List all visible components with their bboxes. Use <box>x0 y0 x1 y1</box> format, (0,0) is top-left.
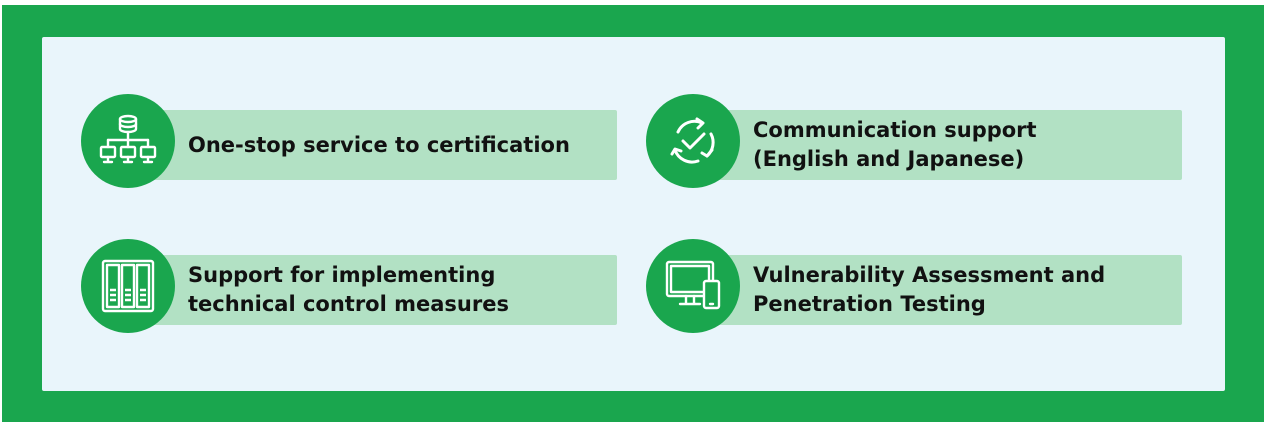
feature-vulnerability-assessment: Vulnerability Assessment and Penetration… <box>646 239 1190 343</box>
monitor-tablet-icon <box>665 260 721 310</box>
feature-label: Communication support (English and Japan… <box>753 110 1037 180</box>
feature-label-line: Communication support <box>753 118 1037 142</box>
feature-bar <box>121 255 617 325</box>
feature-label-line: One-stop service to certification <box>188 132 570 157</box>
feature-label: Support for implementing technical contr… <box>188 255 509 325</box>
icon-circle <box>646 94 740 188</box>
network-database-icon <box>99 114 157 164</box>
icon-circle <box>81 94 175 188</box>
feature-label-line: technical control measures <box>188 292 509 316</box>
feature-bar <box>686 110 1182 180</box>
feature-bar <box>121 110 617 180</box>
icon-circle <box>81 239 175 333</box>
icon-circle <box>646 239 740 333</box>
feature-one-stop-service: One-stop service to certification <box>81 94 625 198</box>
cycle-check-icon <box>670 117 715 164</box>
server-rack-icon <box>101 259 155 313</box>
feature-label: One-stop service to certification <box>188 110 570 180</box>
content-panel: One-stop service to certification Commun… <box>42 37 1225 391</box>
feature-label-line: Support for implementing <box>188 263 496 287</box>
feature-label-line: (English and Japanese) <box>753 147 1025 171</box>
feature-label-line: Vulnerability Assessment and <box>753 263 1106 287</box>
green-frame: One-stop service to certification Commun… <box>2 5 1264 422</box>
feature-technical-control: Support for implementing technical contr… <box>81 239 625 343</box>
feature-label-line: Penetration Testing <box>753 292 986 316</box>
feature-label: Vulnerability Assessment and Penetration… <box>753 255 1105 325</box>
feature-communication-support: Communication support (English and Japan… <box>646 94 1190 198</box>
feature-bar <box>686 255 1182 325</box>
